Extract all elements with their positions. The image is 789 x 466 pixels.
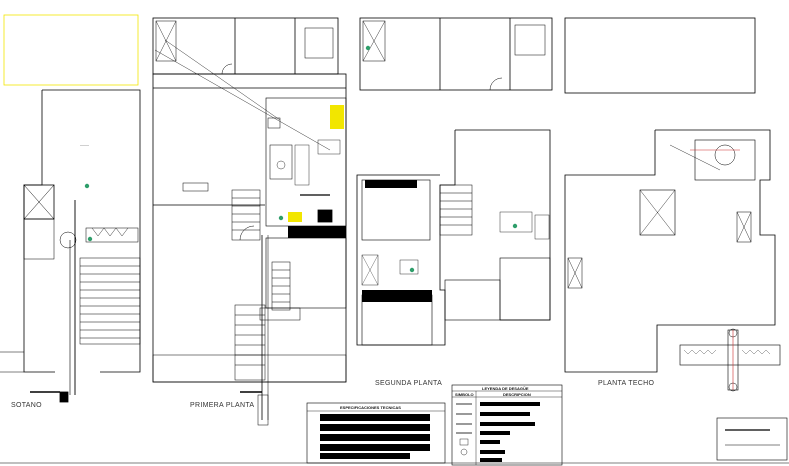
stair-sotano [79, 257, 141, 345]
legend-table [451, 384, 563, 466]
plan-label-segunda: SEGUNDA PLANTA [375, 380, 443, 387]
svg-text:———: ——— [80, 143, 89, 147]
plan-label-techo: PLANTA TECHO [598, 380, 655, 387]
pipe-detail [679, 328, 781, 392]
yellow-block [330, 105, 344, 129]
plan-label-sotano: SOTANO [11, 402, 42, 409]
plan-segunda [356, 17, 553, 346]
plan-sotano: ——— [0, 14, 141, 403]
stair-primera [231, 189, 291, 381]
specs-table [306, 402, 446, 464]
markers [84, 45, 518, 273]
stair-segunda [439, 184, 473, 236]
plan-techo [564, 17, 788, 461]
yellow-frame [3, 14, 139, 86]
legend-title: LEYENDA DE DESAGÜE [482, 386, 529, 391]
legend-header-symbol: SIMBOLO [455, 392, 474, 397]
specs-title: ESPECIFICACIONES TECNICAS [340, 405, 401, 410]
legend-header-description: DESCRIPCION [503, 392, 531, 397]
plan-primera [152, 17, 347, 426]
plan-label-primera: PRIMERA PLANTA [190, 402, 255, 409]
